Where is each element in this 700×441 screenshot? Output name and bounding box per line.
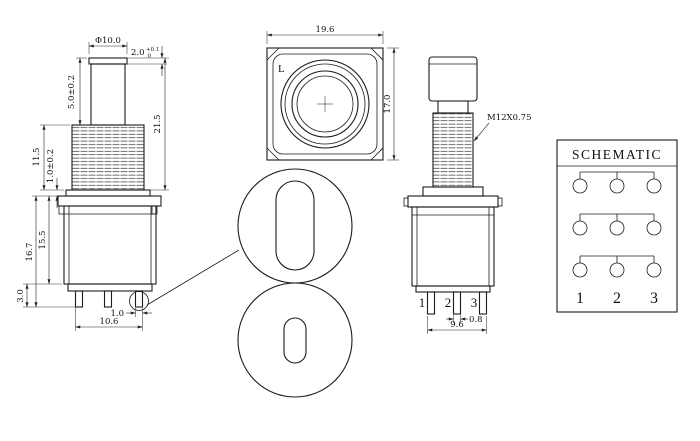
dim-width-label: 19.6 (316, 25, 335, 35)
dim-pin-length-label: 3.0 (16, 289, 26, 303)
terminal-pin (134, 290, 144, 308)
thread-spec-label: M12X0.75 (487, 113, 532, 123)
pin-label-3: 3 (471, 295, 478, 310)
schematic-pin-labels: 1 2 3 (576, 290, 658, 307)
top-view-outline (266, 47, 384, 161)
schematic-pin-3-label: 3 (650, 290, 658, 307)
front-view-dimensions: 0.8 9.6 (427, 315, 487, 334)
dim-cap-tol-lower-label: 0 (148, 54, 152, 60)
dim-front-pin-span-label: 9.6 (450, 320, 464, 330)
plunger-slot-shape (275, 180, 315, 271)
pin-label-1: 1 (419, 295, 426, 310)
schematic-box (556, 139, 678, 313)
schematic-panel: SCHEMATIC (556, 139, 678, 313)
terminal-pin (74, 290, 84, 308)
orientation-mark-label: L (278, 63, 285, 75)
threaded-bushing (71, 124, 145, 191)
side-view-outline (57, 57, 162, 308)
threaded-shaft (432, 112, 474, 188)
front-view-outline (403, 56, 503, 315)
dim-pin-width-label: 1.0 (110, 309, 124, 319)
detail-callout-circle (129, 291, 149, 311)
schematic-contacts (572, 171, 662, 278)
schematic-pin-1-label: 1 (576, 290, 584, 307)
detail-views (237, 168, 353, 398)
terminal-pin (452, 291, 462, 315)
detail-view-lower (237, 282, 353, 398)
dim-thread-length-label: 11.5 (32, 148, 42, 167)
dim-cap-tol-upper-label: +0.1 (146, 47, 159, 53)
dim-body-height-outer-label: 16.7 (25, 243, 35, 262)
terminal-pin (478, 291, 488, 315)
schematic-pin-2-label: 2 (613, 290, 621, 307)
dim-pin-span-label: 10.6 (100, 317, 119, 327)
detail-leader-line (146, 249, 240, 306)
detail-view-upper (237, 168, 353, 284)
keyway-slot-shape (283, 317, 307, 364)
schematic-title: SCHEMATIC (572, 147, 662, 162)
side-view: Φ10.0 2.0 +0.1 0 5.0±0.2 21.5 11.5 1.0±0… (16, 36, 240, 331)
terminal-pin (426, 291, 436, 315)
dim-cap-label: 2.0 (131, 48, 145, 58)
top-view: L 19.6 17.0 (266, 25, 399, 161)
thread-spec-leader (473, 122, 490, 142)
dim-overall-height-label: 21.5 (153, 115, 163, 134)
front-view: 1 2 3 M12X0.75 0.8 9.6 (403, 56, 532, 334)
front-view-labels: 1 2 3 M12X0.75 (419, 113, 532, 310)
dim-travel-label: 5.0±0.2 (67, 75, 77, 109)
pin-label-2: 2 (445, 295, 452, 310)
dim-washer-thickness-label: 1.0±0.2 (46, 149, 56, 183)
dim-depth-label: 17.0 (383, 95, 393, 114)
dim-body-height-inner-label: 15.5 (38, 231, 48, 250)
side-view-dimensions: Φ10.0 2.0 +0.1 0 5.0±0.2 21.5 11.5 1.0±0… (16, 36, 169, 331)
dim-button-diameter-label: Φ10.0 (95, 36, 121, 46)
top-view-dimensions: 19.6 17.0 (266, 25, 399, 161)
dim-pin-thickness-label: 0.8 (469, 315, 483, 325)
terminal-pin (103, 290, 113, 308)
